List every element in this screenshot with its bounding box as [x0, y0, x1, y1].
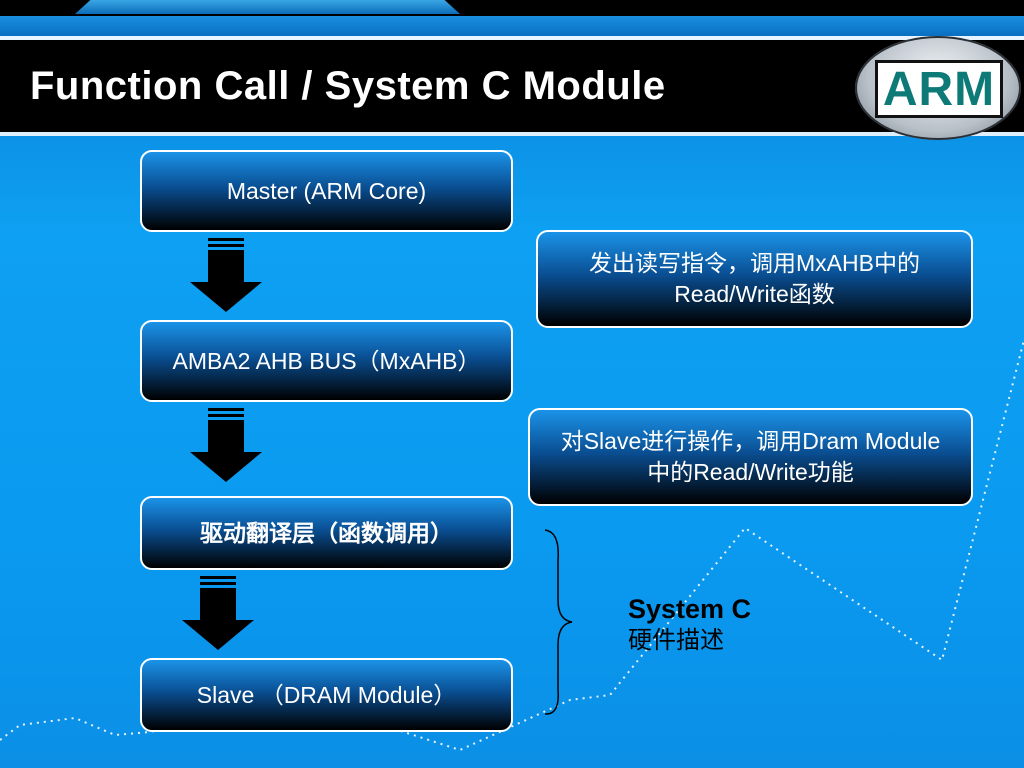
bus-label: AMBA2 AHB BUS（MxAHB）	[172, 347, 481, 374]
master-label: Master (ARM Core)	[226, 177, 427, 204]
driver-layer-label: 驱动翻译层（函数调用）	[200, 519, 453, 546]
slave-label: Slave （DRAM Module）	[196, 681, 457, 708]
driver-layer-box: 驱动翻译层（函数调用）	[140, 496, 513, 570]
note1-line2: Read/Write函数	[674, 281, 835, 307]
title-bar	[0, 40, 1024, 132]
curly-brace	[544, 529, 573, 715]
system-c-label: System C 硬件描述	[628, 593, 751, 657]
note2-line1: 对Slave进行操作，调用Dram Module	[560, 428, 941, 454]
master-box: Master (ARM Core)	[140, 150, 513, 232]
note1-line1: 发出读写指令，调用MxAHB中的	[589, 250, 920, 276]
arrow-down-icon	[190, 238, 262, 312]
top-tab-decoration	[75, 0, 460, 14]
page-title: Function Call / System C Module	[30, 64, 666, 108]
arm-logo-text: ARM	[882, 62, 996, 116]
arrow-down-icon	[182, 576, 254, 650]
bus-box: AMBA2 AHB BUS（MxAHB）	[140, 320, 513, 402]
system-c-subtitle: 硬件描述	[628, 627, 724, 654]
top-strip	[0, 0, 1024, 16]
note-box-read-write: 发出读写指令，调用MxAHB中的 Read/Write函数	[536, 230, 973, 328]
arrow-down-icon	[190, 408, 262, 482]
system-c-title: System C	[628, 594, 752, 624]
slave-box: Slave （DRAM Module）	[140, 658, 513, 732]
note2-line2: 中的Read/Write功能	[647, 459, 854, 485]
header-divider	[0, 36, 1024, 40]
blue-band	[0, 16, 1024, 36]
note-box-slave-operation: 对Slave进行操作，调用Dram Module 中的Read/Write功能	[528, 408, 973, 506]
title-bar-divider	[0, 132, 1024, 136]
arm-logo: ARM	[875, 60, 1003, 118]
